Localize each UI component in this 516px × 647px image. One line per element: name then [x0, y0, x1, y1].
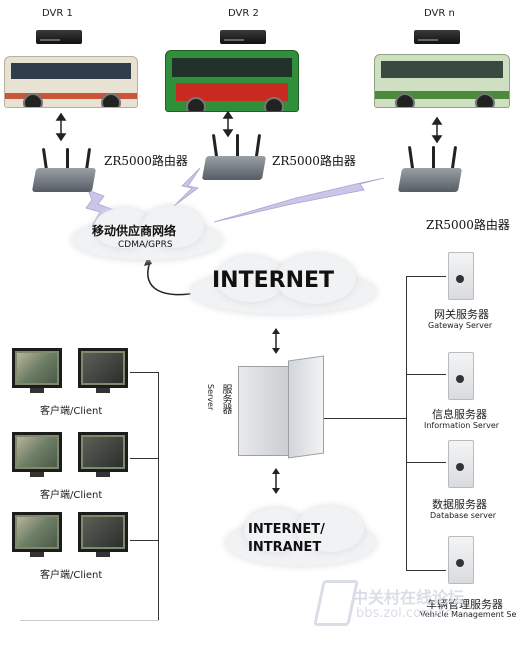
dvr-1-label: DVR 1: [42, 8, 73, 19]
client-1-label: 客户端/Client: [40, 406, 103, 417]
client-link-1: [130, 372, 158, 373]
vehicle-server-icon: [448, 536, 474, 584]
client-bus-line: [158, 372, 159, 620]
client-link-bottom: [20, 620, 159, 621]
router-n-label: ZR5000路由器: [426, 218, 510, 232]
mobile-network-cloud: 移动供应商网络 CDMA/GPRS: [72, 206, 222, 264]
client-link-3: [130, 540, 158, 541]
router-n: [392, 145, 472, 192]
router-1-label: ZR5000路由器: [104, 154, 188, 168]
server-link-vehicle: [406, 570, 446, 571]
gateway-server-name-en: Gateway Server: [428, 321, 493, 330]
database-server-icon: [448, 440, 474, 488]
client-1-monitor-left: [12, 348, 62, 388]
vehicle-server-name-en: Vehicle Management Server: [420, 610, 516, 619]
information-server-icon: [448, 352, 474, 400]
dvr-2-label: DVR 2: [228, 8, 259, 19]
gateway-server-icon: [448, 252, 474, 300]
database-server-name-cn: 数据服务器: [432, 498, 487, 511]
vehicle-server-name-cn: 车辆管理服务器: [426, 598, 503, 611]
intranet-label-line1: INTERNET/: [248, 522, 325, 537]
client-2-label: 客户端/Client: [40, 490, 103, 501]
server-bus-line: [406, 276, 407, 570]
server-link-information: [406, 374, 446, 375]
client-3-monitor-left: [12, 512, 62, 552]
central-server: [238, 355, 324, 459]
server-link-database: [406, 462, 446, 463]
central-server-label-en: Server: [206, 384, 215, 411]
dvr-2-device: [220, 30, 266, 44]
server-link-gateway: [406, 276, 446, 277]
database-server-name-en: Database server: [430, 511, 497, 520]
bus-2-image: [165, 50, 299, 112]
information-server-name-en: Information Server: [424, 421, 500, 430]
bus-n-image: [374, 54, 510, 108]
client-1-monitor-right: [78, 348, 128, 388]
router-2-label: ZR5000路由器: [272, 154, 356, 168]
server-link-central: [324, 418, 406, 419]
dvr-n-label: DVR n: [424, 8, 455, 19]
bus-1-image: [4, 56, 138, 108]
watermark-title: 中关村在线论坛: [352, 588, 465, 607]
router-2: [196, 133, 276, 180]
dvr-1-device: [36, 30, 82, 44]
intranet-label-line2: INTRANET: [248, 540, 322, 555]
internet-label: INTERNET: [212, 268, 335, 293]
client-2-monitor-right: [78, 432, 128, 472]
information-server-name-cn: 信息服务器: [432, 408, 487, 421]
central-server-label-cn: 服务器: [220, 384, 231, 414]
intranet-cloud: INTERNET/ INTRANET: [226, 506, 376, 570]
client-2-monitor-left: [12, 432, 62, 472]
mobile-network-title: 移动供应商网络: [92, 224, 177, 238]
client-3-label: 客户端/Client: [40, 570, 103, 581]
mobile-network-subtitle: CDMA/GPRS: [118, 240, 173, 250]
watermark-url: bbs.zol.com.cn: [356, 606, 454, 621]
router-1: [26, 147, 106, 192]
gateway-server-name-cn: 网关服务器: [434, 308, 489, 321]
client-link-2: [130, 458, 158, 459]
client-3-monitor-right: [78, 512, 128, 552]
dvr-n-device: [414, 30, 460, 44]
internet-cloud: INTERNET: [190, 254, 376, 318]
